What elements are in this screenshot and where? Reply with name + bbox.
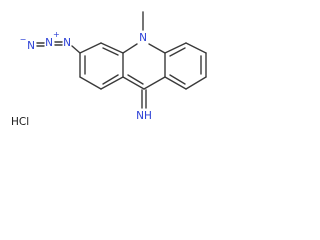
double-bond (169, 47, 186, 57)
double-bond (102, 47, 119, 56)
bond (122, 43, 138, 54)
bond (143, 76, 166, 90)
bond (185, 42, 207, 54)
bond (79, 76, 102, 90)
ring-nitrogen-label: N (139, 32, 147, 44)
double-bond (127, 74, 144, 85)
double-bond (102, 74, 119, 85)
azide-attach-bond (71, 45, 81, 54)
hcl-salt-label: HCl (11, 116, 29, 128)
molecule-structure: N NH N N + N − HCl (11, 11, 207, 128)
double-bond (169, 74, 186, 85)
bond (164, 76, 187, 90)
structure-canvas: N NH N N + N − HCl (0, 0, 235, 138)
bond (122, 76, 145, 90)
bond (185, 76, 207, 90)
bond (100, 42, 124, 54)
azide-n-central-label: N (45, 37, 53, 49)
bond (148, 43, 166, 54)
azide-central-charge: + (53, 30, 60, 39)
imine-label: NH (136, 110, 152, 122)
azide-n-terminal-label: N (27, 40, 35, 52)
bond (79, 42, 102, 54)
azide-terminal-charge: − (20, 35, 27, 44)
bond (100, 76, 124, 90)
azide-n-attached-label: N (63, 37, 71, 49)
bond (164, 42, 187, 54)
